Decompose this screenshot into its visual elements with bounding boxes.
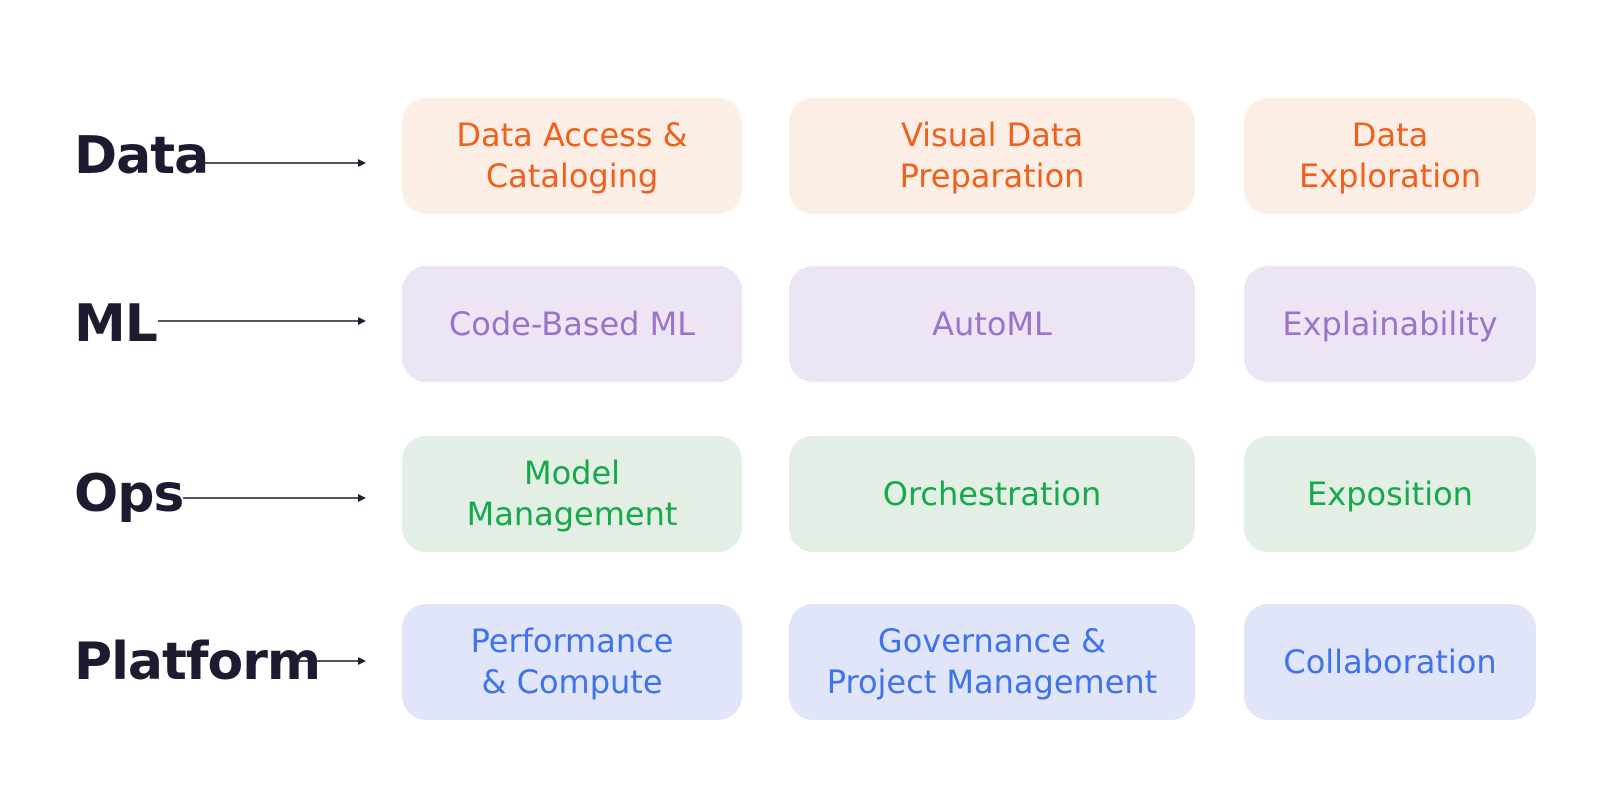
card-label: Governance & Project Management xyxy=(826,622,1158,701)
card-automl: AutoML xyxy=(789,266,1195,382)
row-ml: ML Code-Based ML AutoML Explainability xyxy=(0,266,1600,382)
row-label-ml: ML xyxy=(74,294,158,354)
row-label-platform: Platform xyxy=(74,632,321,692)
card-data-access-cataloging: Data Access & Cataloging xyxy=(402,98,742,214)
card-label: Explainability xyxy=(1282,304,1498,343)
arrow-icon xyxy=(158,266,366,382)
row-data: Data Data Access & Cataloging Visual Dat… xyxy=(0,98,1600,214)
card-label: Code-Based ML xyxy=(448,304,696,343)
card-label: Visual Data Preparation xyxy=(899,116,1085,195)
card-label: Data Access & Cataloging xyxy=(456,116,688,195)
card-label: Data Exploration xyxy=(1299,116,1481,195)
card-performance-compute: Performance & Compute xyxy=(402,604,742,720)
card-governance-project-management: Governance & Project Management xyxy=(789,604,1195,720)
card-collaboration: Collaboration xyxy=(1244,604,1536,720)
row-label-data: Data xyxy=(74,126,209,186)
card-visual-data-preparation: Visual Data Preparation xyxy=(789,98,1195,214)
row-label-ops: Ops xyxy=(74,464,184,524)
card-data-exploration: Data Exploration xyxy=(1244,98,1536,214)
arrow-icon xyxy=(292,604,366,720)
card-explainability: Explainability xyxy=(1244,266,1536,382)
card-label: Model Management xyxy=(466,454,678,533)
row-ops: Ops Model Management Orchestration Expos… xyxy=(0,436,1600,552)
arrow-icon xyxy=(183,436,366,552)
row-platform: Platform Performance & Compute Governanc… xyxy=(0,604,1600,720)
arrow-icon xyxy=(202,98,366,214)
card-label: Exposition xyxy=(1307,474,1473,513)
card-label: Orchestration xyxy=(882,474,1102,513)
card-exposition: Exposition xyxy=(1244,436,1536,552)
card-label: Collaboration xyxy=(1283,642,1497,681)
card-label: Performance & Compute xyxy=(470,622,674,701)
card-label: AutoML xyxy=(932,304,1052,343)
card-orchestration: Orchestration xyxy=(789,436,1195,552)
card-code-based-ml: Code-Based ML xyxy=(402,266,742,382)
card-model-management: Model Management xyxy=(402,436,742,552)
